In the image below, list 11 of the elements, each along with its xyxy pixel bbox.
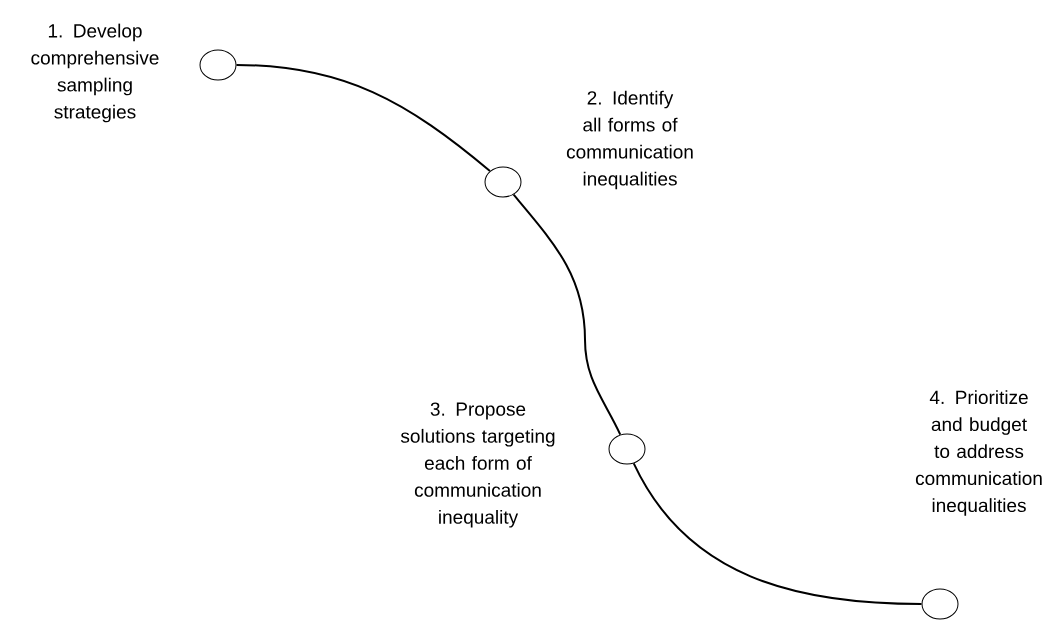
step-label: 3. Propose solutions targeting each form of communication inequality <box>400 402 555 528</box>
circle-marker <box>199 49 237 81</box>
step-label: 4. Prioritize and budget to address communication inequalities <box>915 390 1042 516</box>
circle-marker <box>921 588 959 620</box>
curve-line <box>512 193 622 436</box>
circle-marker <box>608 433 646 465</box>
step-label: 2. Identify all forms of communication inequalities <box>566 90 693 190</box>
step-label: 1. Develop comprehensive sampling strategies <box>31 23 159 123</box>
circle-marker <box>484 166 522 198</box>
curve-line <box>235 64 491 173</box>
curve-line <box>632 462 923 605</box>
